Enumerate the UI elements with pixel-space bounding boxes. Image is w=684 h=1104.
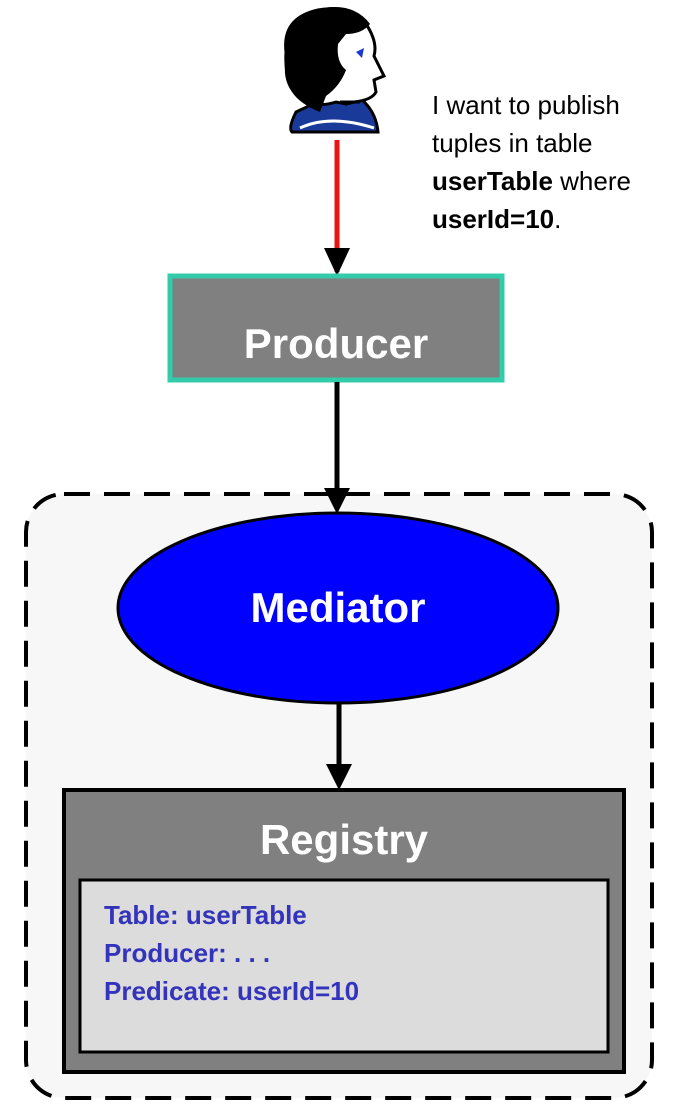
registry-entry-predicate: Predicate: userId=10 (104, 976, 360, 1006)
user-request-text: I want to publish tuples in table userTa… (432, 86, 682, 238)
mediator-label: Mediator (250, 584, 426, 631)
registry-entries: Table: userTable Producer: . . . Predica… (104, 896, 604, 1010)
speech-table-name: userTable (432, 166, 553, 196)
registry-entries-panel (78, 878, 610, 1054)
speech-condition: userId=10 (432, 204, 555, 234)
registry-label: Registry (259, 816, 429, 863)
speech-where: where (552, 166, 631, 196)
producer-box[interactable] (167, 273, 505, 383)
registry-entry-table: Table: userTable (104, 900, 307, 930)
speech-line-2: tuples in table (432, 128, 593, 158)
speech-period: . (554, 204, 562, 234)
registry-entry-producer: Producer: . . . (104, 938, 271, 968)
user-head-icon (284, 7, 387, 134)
speech-line-1: I want to publish (432, 90, 620, 120)
producer-label: Producer (243, 320, 429, 367)
